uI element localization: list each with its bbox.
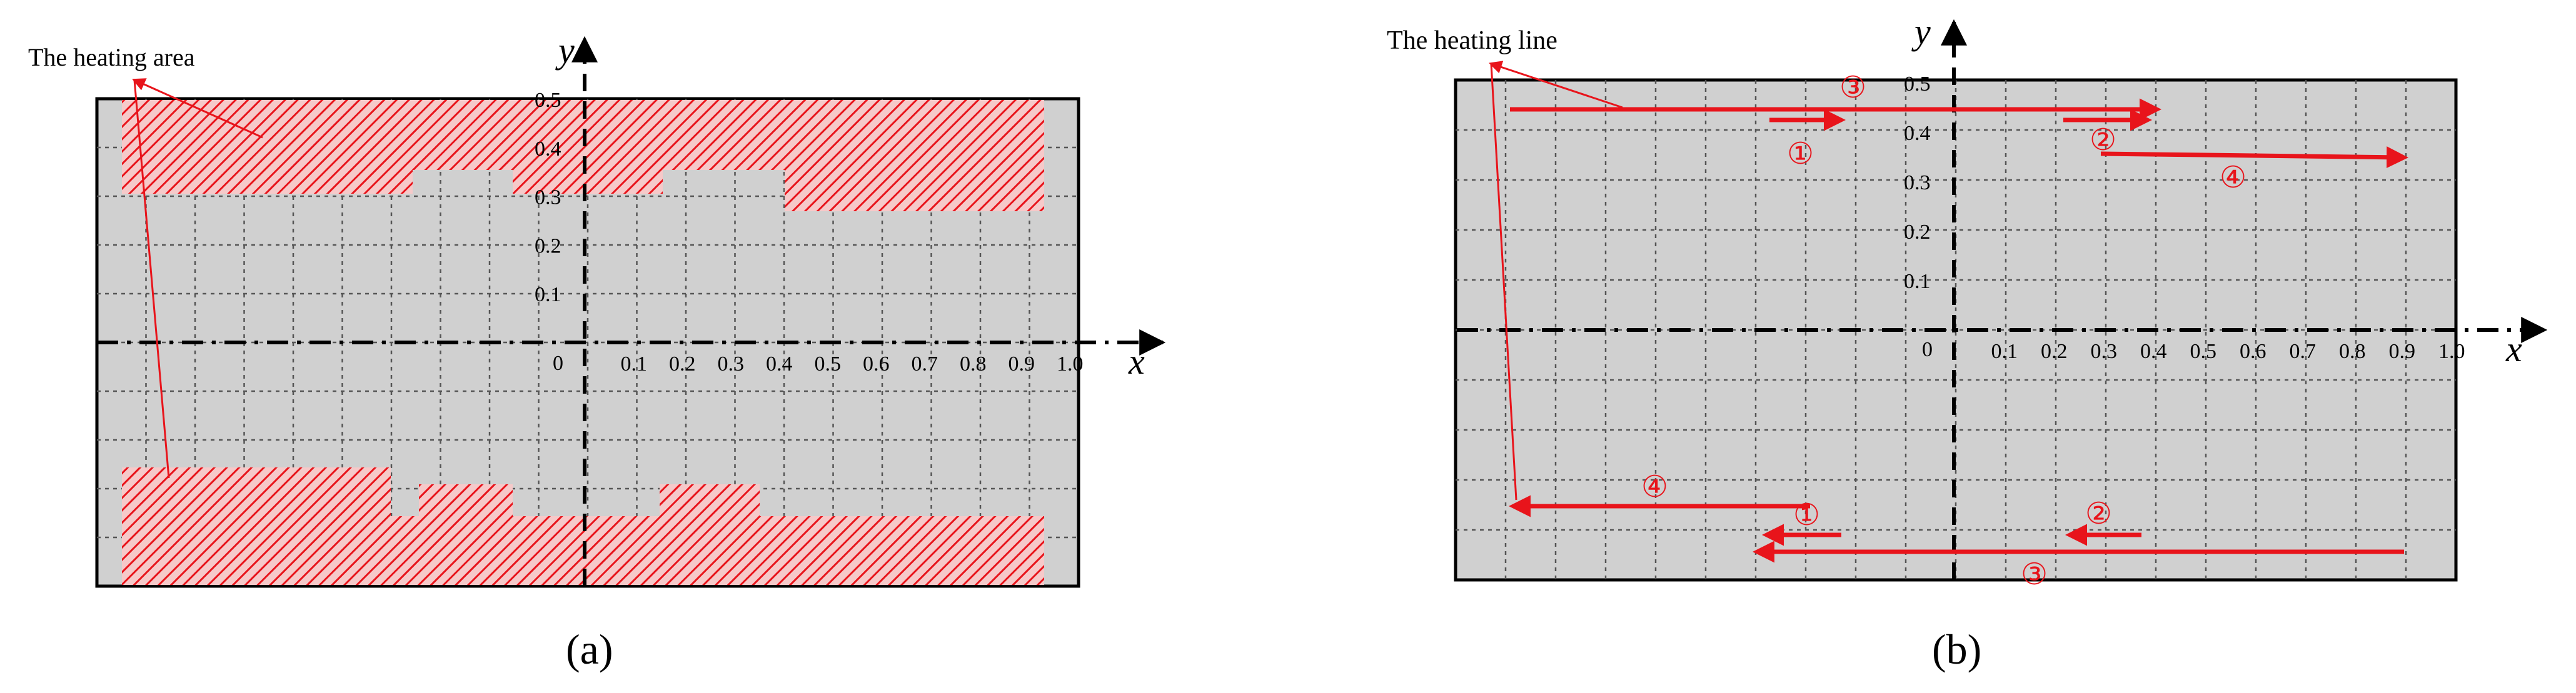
panel-b-origin: 0 (1922, 338, 1933, 361)
panel-b-y-label: y (1911, 11, 1931, 52)
x-tick-label: 0.6 (2240, 340, 2267, 363)
panel-a-x-ticks: 0.1 0.2 0.3 0.4 0.5 0.6 0.7 0.8 0.9 1.0 (621, 352, 1084, 376)
x-tick-label: 0.5 (2190, 340, 2217, 363)
x-tick-label: 0.4 (2140, 340, 2167, 363)
x-tick-label: 0.7 (2290, 340, 2317, 363)
panel-a-caption: (a) (566, 626, 613, 673)
panel-b-annotation: The heating line (1387, 26, 1557, 55)
marker-4-bottom: ④ (1641, 471, 1668, 504)
y-tick-label: 0.5 (535, 89, 561, 112)
x-tick-label: 0.9 (2389, 340, 2416, 363)
marker-1-bottom: ① (1793, 499, 1820, 532)
x-tick-label: 0.4 (766, 352, 793, 376)
x-tick-label: 0.1 (1991, 340, 2018, 363)
panel-b-y-ticks: 0.1 0.2 0.3 0.4 0.5 (1904, 72, 1931, 293)
x-tick-label: 0.6 (863, 352, 890, 376)
panel-a-origin: 0 (553, 352, 563, 375)
x-tick-label: 1.0 (1057, 352, 1084, 376)
panel-a: y x 0 0.1 0.2 0.3 0.4 0.5 0.6 0.7 0.8 0.9 1.0 0.1… (28, 30, 1166, 673)
x-tick-label: 0.8 (2339, 340, 2366, 363)
panel-b: y x 0 0.1 0.2 0.3 0.4 0.5 0.6 0.7 0.8 0.9 1.0 0.1… (1387, 11, 2548, 673)
x-tick-label: 0.8 (960, 352, 987, 376)
marker-2-top: ② (2090, 124, 2116, 157)
x-tick-label: 0.3 (2091, 340, 2118, 363)
panel-a-pointer-2 (133, 79, 170, 479)
marker-1-top: ① (1787, 137, 1814, 171)
panel-b-x-ticks: 0.1 0.2 0.3 0.4 0.5 0.6 0.7 0.8 0.9 1.0 (1991, 340, 2465, 363)
panel-b-x-label: x (2505, 329, 2522, 369)
y-tick-label: 0.1 (535, 283, 561, 306)
panel-a-y-label: y (555, 30, 575, 71)
y-tick-label: 0.3 (1904, 171, 1931, 194)
panel-a-y-ticks: 0.1 0.2 0.3 0.4 0.5 (535, 89, 561, 306)
panel-b-markers: ③ ① ② ④ ④ ① ② ③ (1641, 71, 2246, 591)
marker-3-bottom: ③ (2021, 558, 2048, 591)
panel-b-pointer-1 (1489, 61, 1623, 109)
x-tick-label: 0.7 (912, 352, 938, 376)
panel-a-annotation: The heating area (28, 43, 195, 71)
y-tick-label: 0.4 (1904, 122, 1931, 145)
x-tick-label: 0.3 (718, 352, 745, 376)
y-tick-label: 0.1 (1904, 270, 1931, 293)
panel-b-grid (1456, 80, 2456, 580)
y-tick-label: 0.2 (535, 234, 561, 257)
x-tick-label: 0.1 (621, 352, 648, 376)
panel-a-x-label: x (1128, 341, 1145, 382)
heating-line-4-top (2100, 146, 2408, 169)
panel-a-pointer-1 (132, 78, 263, 139)
marker-3-top: ③ (1839, 71, 1866, 104)
panel-b-pointer-2 (1490, 63, 1517, 501)
x-tick-label: 0.5 (815, 352, 842, 376)
x-tick-label: 1.0 (2438, 340, 2465, 363)
y-tick-label: 0.2 (1904, 221, 1931, 244)
y-tick-label: 0.3 (535, 186, 561, 209)
x-tick-label: 0.2 (2041, 340, 2068, 363)
y-tick-label: 0.4 (535, 137, 561, 161)
heating-area-top (122, 100, 1044, 211)
panel-a-top-heating-areas (122, 100, 1044, 211)
marker-4-top: ④ (2220, 161, 2246, 194)
panel-b-caption: (b) (1932, 626, 1981, 673)
marker-2-bottom: ② (2085, 497, 2112, 531)
x-tick-label: 0.9 (1009, 352, 1035, 376)
x-tick-label: 0.2 (669, 352, 696, 376)
y-tick-label: 0.5 (1904, 72, 1931, 96)
